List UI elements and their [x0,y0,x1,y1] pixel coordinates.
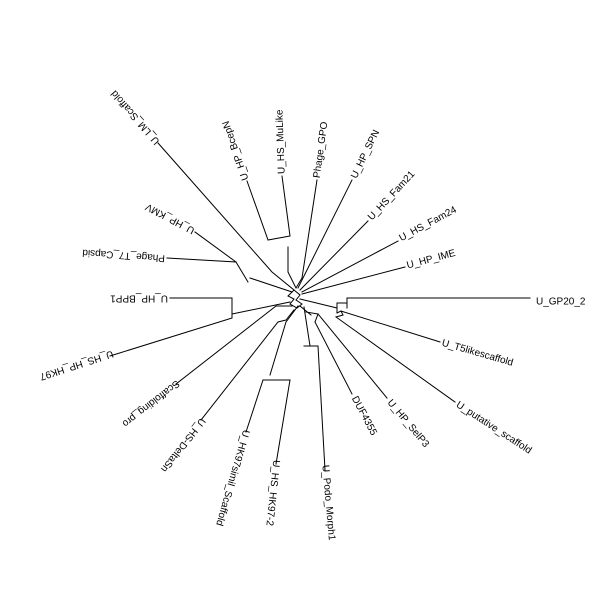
leaf-label: U_Podo_Morph1 [319,465,337,542]
leaf-label: U_LM_Scaffold [109,88,162,147]
leaf-label: DUF4355 [349,394,379,437]
leaf-label: Phage_GPO [312,121,331,179]
branch-t7-kmv [166,231,293,293]
branch-hk97-join [245,305,299,465]
branch-podo-morph1 [303,306,326,471]
leaf-label: U_T5likescaffold [440,338,514,369]
branch-putative-scaffold [334,310,456,403]
leaf-label: U_HP_BcepN [221,119,252,181]
branch-t5-scaffold [336,310,441,343]
branch-selp3-duf-join [299,305,319,323]
leaf-label: U_HP_SelP3 [385,398,432,451]
branch-scaffolding-pro [175,305,293,385]
leaf-label: Scaffolding_pro [120,378,182,430]
branch-hs-fam24 [301,240,399,293]
leaf-labels: U_GP20_2U_T5likescaffoldU_putative_scaff… [38,88,586,541]
leaf-label: U_HP_IME [406,248,457,272]
leaf-label: U_HS_Fam24 [397,204,458,244]
branch-hp-ime [301,266,406,295]
branch-hs-hp-hk97 [109,297,291,357]
branch-hp-spn [297,179,353,289]
leaf-label: U_HS_HP_HK97 [38,348,115,382]
leaf-label: U_HS-DeltaSn [158,416,207,474]
leaf-label: U_GP20_2 [536,297,586,308]
branch-hs-fam21 [299,220,369,291]
branch-deltasn [200,309,295,421]
leaf-label: U_HS_MuLike [274,109,287,174]
leaf-label: U_HP_SPN [349,128,382,180]
leaf-label: U_HK97simil_Scaffold [213,428,251,526]
branch-duf4355 [314,321,353,395]
tree-branches [109,142,531,471]
leaf-label: U_HP_BPP1 [110,292,168,303]
branch-bcepn-mulike [246,175,297,289]
branch-gp20-clade [299,297,531,314]
branch-phage-gpo [295,179,318,289]
leaf-label: U_HS_Fam21 [366,169,418,223]
leaf-label: Phage_T7_Capsid [82,247,165,264]
branch-lm-scaffold [157,142,295,291]
leaf-label: U_HP_KMV [144,201,197,236]
leaf-label: U_HS_HK97-2 [263,459,281,526]
branch-selp3 [317,313,388,399]
leaf-label: U_putative_scaffold [454,400,534,457]
